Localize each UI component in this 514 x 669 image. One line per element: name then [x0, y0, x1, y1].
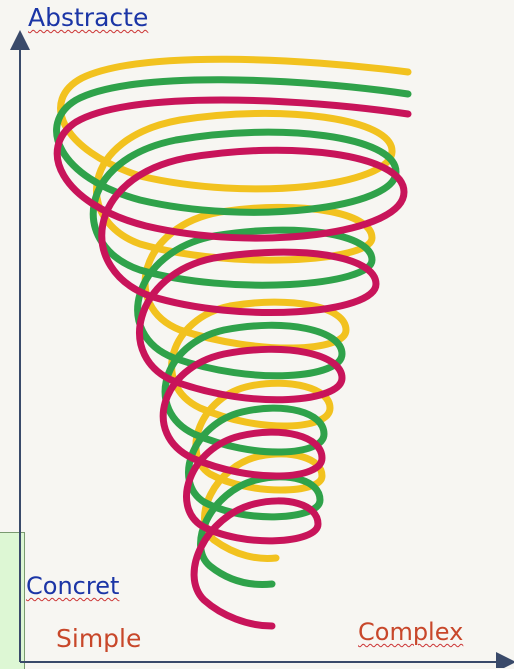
simple-label: Simple	[56, 624, 141, 653]
abstract-label: Abstracte	[28, 3, 148, 32]
concrete-label: Concret	[26, 572, 119, 600]
complex-label: Complex	[358, 618, 463, 646]
